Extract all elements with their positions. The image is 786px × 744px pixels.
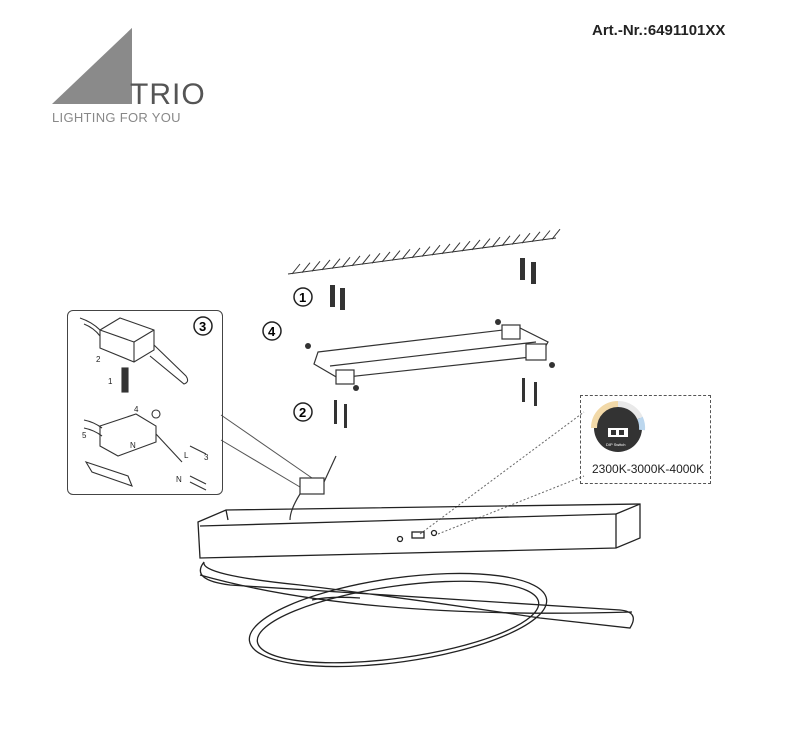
step-2-label: 2 <box>299 405 306 420</box>
color-temperature-callout <box>580 395 711 484</box>
inset-wire-N: N <box>176 475 182 484</box>
hatch-mark <box>441 243 451 255</box>
hatch-mark <box>421 246 431 257</box>
hatch-mark <box>431 244 441 256</box>
lamp-rings <box>199 561 634 668</box>
inset-wire-N2: N <box>130 441 136 450</box>
inset-label-1: 1 <box>108 377 113 386</box>
hatch-mark <box>451 242 461 253</box>
hatch-mark <box>461 240 471 252</box>
step-1-label: 1 <box>299 290 306 305</box>
inset-leader-lines <box>220 414 313 491</box>
hatch-mark <box>311 261 321 272</box>
inset-label-4: 4 <box>134 405 139 414</box>
inset-wire-L: L <box>184 451 189 460</box>
hatch-mark <box>491 236 501 248</box>
hatch-mark <box>481 238 491 249</box>
inset-detail <box>79 317 207 491</box>
inset-label-5: 5 <box>82 431 87 440</box>
hatch-mark <box>391 250 401 261</box>
logo-name: TRIO <box>130 78 206 111</box>
hatch-mark <box>401 248 411 260</box>
screws-anchors <box>305 258 555 428</box>
step-3-label: 3 <box>199 319 206 334</box>
hatch-mark <box>521 232 531 244</box>
step-1-marker: 1 <box>293 287 313 307</box>
hatch-mark <box>411 247 421 259</box>
hatch-mark <box>471 239 481 251</box>
brand-logo: TRIO LIGHTING FOR YOU <box>52 26 212 126</box>
hatch-mark <box>371 252 381 264</box>
hatch-mark <box>351 255 361 267</box>
hatch-mark <box>331 258 341 269</box>
dip-switch-label: DIP Switch <box>606 442 626 447</box>
lamp-top-bar <box>197 503 641 559</box>
step-4-label: 4 <box>268 324 276 339</box>
logo-triangle-icon <box>52 27 132 104</box>
inset-label-3: 3 <box>204 453 209 462</box>
hatch-mark <box>511 234 521 245</box>
hatch-mark <box>291 263 301 275</box>
hatch-mark <box>501 235 511 247</box>
hatch-mark <box>531 231 541 243</box>
hatch-mark <box>301 262 311 273</box>
hatch-mark <box>341 256 351 268</box>
hatch-mark <box>381 251 391 263</box>
wiring-detail-inset <box>67 310 223 495</box>
hatch-mark <box>321 259 331 271</box>
mounting-bracket <box>313 324 549 385</box>
dip-switch-icon: DIP Switch <box>591 400 646 452</box>
logo-tagline: LIGHTING FOR YOU <box>52 110 181 125</box>
ceiling-hatch <box>287 228 561 275</box>
step-4-marker: 4 <box>262 321 282 341</box>
connector-box <box>289 455 337 521</box>
color-temperature-label: 2300K-3000K-4000K <box>592 462 705 476</box>
hatch-mark <box>541 230 551 241</box>
step-2-marker: 2 <box>293 402 313 422</box>
inset-labels: 2 1 4 5 3 L N N <box>82 355 209 484</box>
hatch-mark <box>551 228 561 240</box>
article-number: Art.-Nr.:6491101XX <box>592 22 726 39</box>
step-3-marker: 3 <box>193 316 213 336</box>
hatch-mark <box>361 254 371 265</box>
inset-label-2: 2 <box>96 355 101 364</box>
